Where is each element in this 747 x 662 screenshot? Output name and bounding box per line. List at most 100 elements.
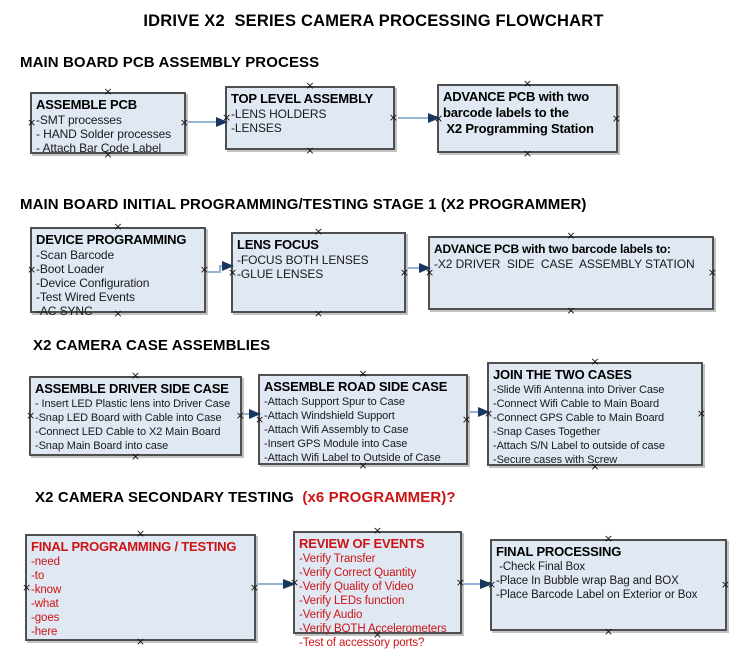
section-header-text: X2 CAMERA SECONDARY TESTING [35,489,303,506]
box-item: -Attach Windshield Support [264,410,395,422]
connection-point-icon: × [130,450,141,463]
box-item: -Secure cases with Screw [493,454,618,466]
box-title: ADVANCE PCB with two barcode labels to: [434,242,671,256]
connection-point-icon: × [313,225,324,238]
section-header-highlight: (x6 PROGRAMMER)? [302,489,456,506]
box-item: -Snap Main Board into case [35,440,169,452]
box-item: -Place Barcode Label on Exterior or Box [496,589,698,601]
section-header-initial-programming: MAIN BOARD INITIAL PROGRAMMING/TESTING S… [20,196,587,213]
box-title: TOP LEVEL ASSEMBLY [231,91,374,106]
connection-point-icon: × [603,532,614,545]
connection-point-icon: × [22,580,32,594]
flow-box-assemble-pcb: ×××× ASSEMBLE PCB -SMT processes- HAND S… [27,86,189,160]
box-title: REVIEW OF EVENTS [299,536,425,551]
connector-arrow [398,113,440,123]
box-item: -what [31,598,59,610]
flow-box-advance-pcb-assembly-station: ×××× ADVANCE PCB with two barcode labels… [425,230,717,316]
connection-point-icon: × [199,263,209,276]
connection-point-icon: × [130,369,141,382]
connection-point-icon: × [487,578,497,591]
connection-point-icon: × [27,116,37,129]
connection-point-icon: × [27,263,37,276]
connection-point-icon: × [455,575,465,589]
connection-point-icon: × [707,266,717,279]
connection-point-icon: × [222,111,232,124]
box-item: -goes [31,612,60,624]
box-title: ADVANCE PCB with two barcode labels to t… [443,89,594,136]
box-item: -AC SYNC [36,304,93,318]
box-item: -Place In Bubble wrap Bag and BOX [496,575,679,587]
box-item: -know [31,584,62,596]
box-title: DEVICE PROGRAMMING [36,232,187,247]
connection-point-icon: × [522,77,533,90]
connector-arrow [464,579,493,589]
section-header-case-assemblies: X2 CAMERA CASE ASSEMBLIES [33,337,271,354]
connection-point-icon: × [305,144,315,157]
page-title: IDRIVE X2 SERIES CAMERA PROCESSING FLOWC… [143,12,604,30]
connection-point-icon: × [611,111,621,125]
flow-box-top-level-assembly: ×××× TOP LEVEL ASSEMBLY -LENS HOLDERS-LE… [222,80,398,156]
box-item: -Snap Cases Together [493,426,601,438]
connection-point-icon: × [425,266,435,279]
connection-point-icon: × [179,116,189,129]
connection-point-icon: × [313,307,324,320]
box-title: LENS FOCUS [237,237,319,252]
box-title: JOIN THE TWO CASES [493,367,632,382]
box-item: -to [31,570,45,582]
connection-point-icon: × [603,625,614,638]
flow-box-device-programming: ×××× DEVICE PROGRAMMING -Scan Barcode-Bo… [27,221,209,319]
connection-point-icon: × [566,229,576,242]
connection-point-icon: × [434,111,444,125]
box-item: -Test Wired Events [36,290,135,304]
connection-point-icon: × [113,220,123,233]
box-item: - Attach Bar Code Label [36,141,162,155]
box-item: -GLUE LENSES [237,267,324,281]
section-header-pcb-assembly: MAIN BOARD PCB ASSEMBLY PROCESS [20,54,320,71]
connection-point-icon: × [305,79,315,92]
box-item: -Slide Wifi Antenna into Driver Case [493,384,665,396]
box-item: -Verify BOTH Accelerometers [299,623,447,635]
connection-point-icon: × [461,412,471,426]
connection-point-icon: × [235,409,245,422]
flow-box-join-the-two-cases: ×××× JOIN THE TWO CASES -Slide Wifi Ante… [484,356,706,472]
flow-box-assemble-driver-side-case: ×××× ASSEMBLE DRIVER SIDE CASE - Insert … [26,370,245,462]
box-item: -Connect Wifi Cable to Main Board [493,398,660,410]
box-item: -X2 DRIVER SIDE CASE ASSEMBLY STATION [434,257,695,271]
box-title: FINAL PROCESSING [496,544,622,559]
connector-arrow [258,579,296,589]
connection-point-icon: × [399,265,409,279]
box-item: -Snap LED Board with Cable into Case [35,412,222,424]
box-item: -Verify Transfer [299,553,376,565]
box-item: -here [31,626,58,638]
box-item: - HAND Solder processes [36,127,172,141]
box-item: -Device Configuration [36,276,150,290]
box-title: ASSEMBLE ROAD SIDE CASE [264,379,448,394]
box-item: -LENSES [231,121,282,135]
box-item: -Boot Loader [36,262,105,276]
box-item: -Verify Quality of Video [299,581,414,593]
box-item: -Insert GPS Module into Case [264,438,408,450]
section-header-secondary-testing: X2 CAMERA SECONDARY TESTING (x6 PROGRAMM… [35,489,456,506]
flow-box-advance-pcb-programming-station: × × × × ADVANCE PCB with two barcode labels… [434,78,621,159]
flow-box-final-processing: ×××× FINAL PROCESSING -Check Final Box-P… [487,533,730,637]
box-item: -Attach Wifi Label to Outside of Case [264,452,441,464]
connection-point-icon: × [228,265,238,279]
connection-point-icon: × [522,147,533,160]
flow-box-lens-focus: ×××× LENS FOCUS -FOCUS BOTH LENSES-GLUE … [228,226,409,319]
connection-point-icon: × [26,409,36,422]
box-item: -Attach Support Spur to Case [264,396,405,408]
connection-point-icon: × [290,575,300,589]
connection-point-icon: × [484,407,494,420]
box-item: -Attach S/N Label to outside of case [493,440,665,452]
box-item: -Scan Barcode [36,248,115,262]
flow-box-assemble-road-side-case: ×××× ASSEMBLE ROAD SIDE CASE -Attach Sup… [255,368,471,471]
box-item: -Connect LED Cable to X2 Main Board [35,426,221,438]
box-item: -need [31,556,60,568]
box-item: -Test of accessory ports? [299,637,425,649]
connection-point-icon: × [103,85,113,98]
connection-point-icon: × [388,111,398,124]
box-item: -Attach Wifi Assembly to Case [264,424,409,436]
box-item: -SMT processes [36,113,122,127]
box-title: ASSEMBLE DRIVER SIDE CASE [35,381,229,396]
